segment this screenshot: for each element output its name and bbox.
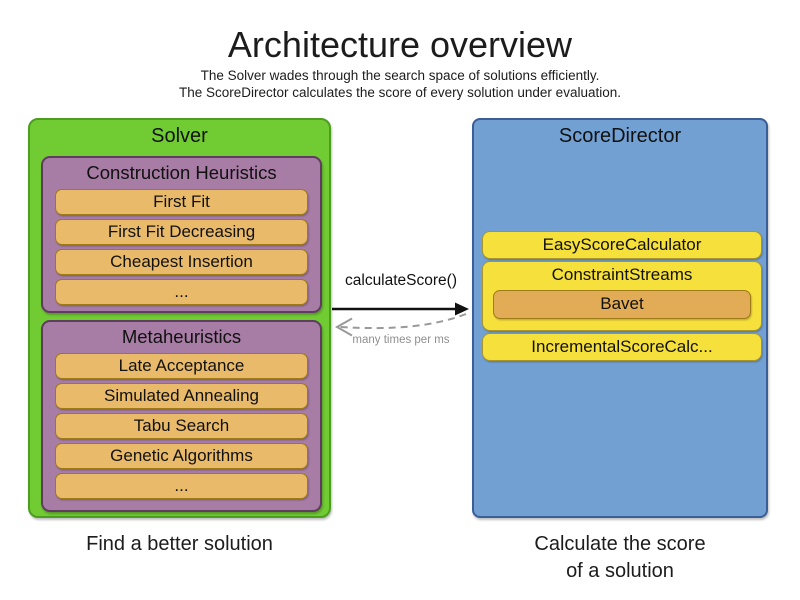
many-times-return-arrow <box>334 313 467 337</box>
subtitle-line-1: The Solver wades through the search spac… <box>200 68 600 83</box>
construction-heuristics-group: Construction Heuristics First Fit First … <box>41 156 322 313</box>
constraint-streams-box: ConstraintStreams Bavet <box>482 261 762 331</box>
score-director-box-title: ScoreDirector <box>558 125 682 147</box>
construction-heuristics-title: Construction Heuristics <box>86 162 277 183</box>
calculate-score-arrow <box>332 302 469 316</box>
score-director-box: ScoreDirector EasyScoreCalculator Constr… <box>472 118 768 518</box>
metaheuristics-group: Metaheuristics Late Acceptance Simulated… <box>41 320 322 512</box>
heuristic-item: First Fit Decreasing <box>55 219 308 245</box>
metaheuristics-title: Metaheuristics <box>121 326 242 347</box>
heuristic-item: Cheapest Insertion <box>55 249 308 275</box>
score-director-caption-line-2: of a solution <box>566 560 674 582</box>
heuristic-item-ellipsis: ... <box>55 279 308 305</box>
metaheuristic-item: Late Acceptance <box>55 353 308 379</box>
page-title: Architecture overview <box>227 24 573 65</box>
solver-box: Solver Construction Heuristics First Fit… <box>28 118 331 518</box>
solver-box-title: Solver <box>151 125 208 147</box>
score-director-caption-line-1: Calculate the score <box>534 533 706 555</box>
many-times-per-ms-label: many times per ms <box>352 334 450 346</box>
score-director-caption: Calculate the score of a solution <box>472 531 768 585</box>
calculate-score-label: calculateScore() <box>345 272 457 289</box>
metaheuristic-item: Genetic Algorithms <box>55 443 308 469</box>
easy-score-calculator-box: EasyScoreCalculator <box>482 231 762 259</box>
constraint-streams-title: ConstraintStreams <box>551 265 693 284</box>
subtitle-line-2: The ScoreDirector calculates the score o… <box>179 85 621 100</box>
metaheuristic-item-ellipsis: ... <box>55 473 308 499</box>
metaheuristic-item: Simulated Annealing <box>55 383 308 409</box>
heuristic-item: First Fit <box>55 189 308 215</box>
metaheuristic-item: Tabu Search <box>55 413 308 439</box>
incremental-score-calculator-box: IncrementalScoreCalc... <box>482 333 762 361</box>
bavet-box: Bavet <box>493 290 751 319</box>
solver-caption: Find a better solution <box>86 533 273 555</box>
